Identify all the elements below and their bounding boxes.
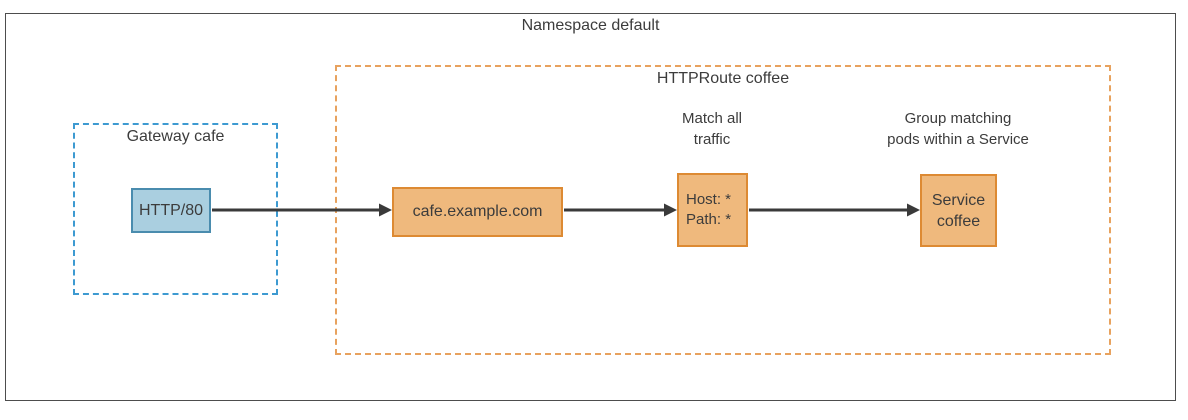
hostname-label: cafe.example.com (412, 203, 543, 220)
gateway-listener-node: HTTP/80 (131, 188, 211, 233)
match-path-rule: Path: * (686, 211, 732, 228)
namespace-label: Namespace default (521, 17, 660, 34)
hostname-node: cafe.example.com (392, 187, 563, 237)
namespace-box: Namespace default (5, 13, 1176, 401)
service-label-line1: Service (931, 191, 986, 209)
gateway-label: Gateway cafe (126, 128, 225, 145)
match-annotation: Match all traffic (647, 108, 777, 150)
httproute-label: HTTPRoute coffee (656, 70, 790, 87)
service-node: Service coffee (920, 174, 997, 247)
backend-annotation: Group matching pods within a Service (858, 108, 1058, 150)
service-label-line2: coffee (936, 212, 981, 230)
match-annotation-line1: Match all (681, 110, 743, 127)
gateway-listener-label: HTTP/80 (138, 201, 203, 219)
backend-annotation-line2: pods within a Service (887, 131, 1029, 148)
match-rules-node: Host: * Path: * (677, 173, 748, 247)
match-annotation-line2: traffic (693, 131, 731, 148)
backend-annotation-line1: Group matching (904, 110, 1012, 127)
match-host-rule: Host: * (686, 191, 732, 208)
